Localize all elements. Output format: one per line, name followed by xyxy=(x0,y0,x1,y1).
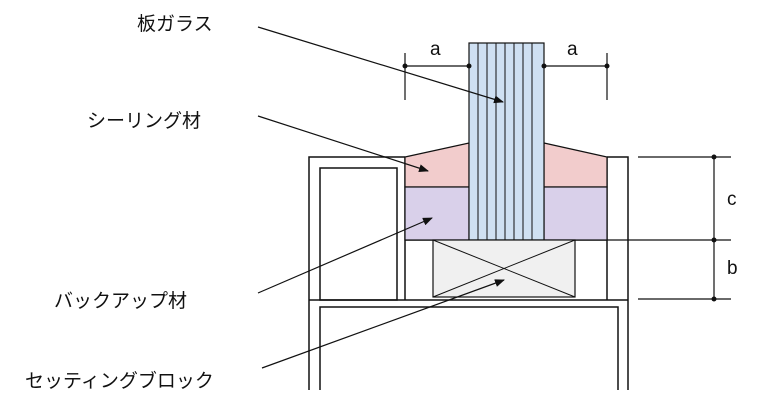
sealant-left xyxy=(404,142,470,188)
dimension-c: c xyxy=(727,189,737,210)
backup-label: バックアップ材 xyxy=(54,290,188,312)
sealant-label: シーリング材 xyxy=(87,110,202,132)
setting-block xyxy=(432,239,576,298)
glass-leader xyxy=(257,26,504,104)
backup-leader xyxy=(257,217,433,294)
sealant-material xyxy=(404,142,608,188)
dimension-b: b xyxy=(727,258,738,279)
leader-arrows xyxy=(257,26,505,369)
sealant-right xyxy=(543,142,608,188)
dimension-a-right: a xyxy=(567,39,578,60)
setting-block-leader xyxy=(261,279,505,369)
dimension-a-left: a xyxy=(430,39,441,60)
sealant-leader xyxy=(257,115,429,173)
glass-pane xyxy=(468,42,545,241)
backup-left xyxy=(404,186,470,241)
dimension-lines xyxy=(402,53,731,302)
backup-right xyxy=(543,186,608,241)
glass-label: 板ガラス xyxy=(137,13,213,35)
setting-block-label: セッティングブロック xyxy=(25,370,214,392)
